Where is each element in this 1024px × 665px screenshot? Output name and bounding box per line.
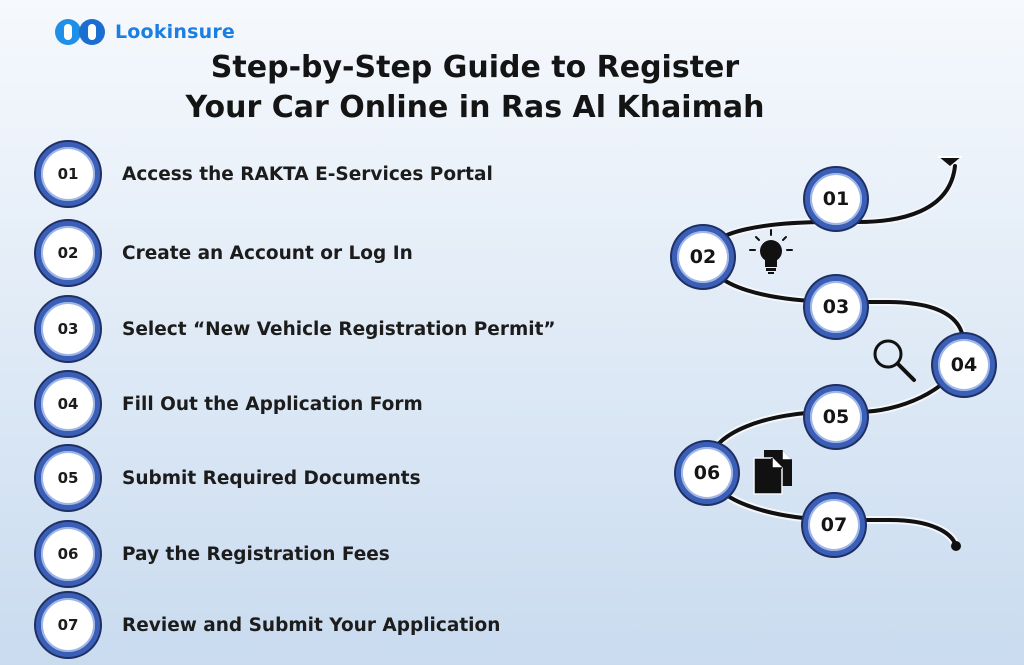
step-label: Pay the Registration Fees [122,543,390,565]
title-line-2: Your Car Online in Ras Al Khaimah [185,90,765,125]
step-item: 04 Fill Out the Application Form [36,372,423,436]
step-item: 07 Review and Submit Your Application [36,593,500,657]
logo-circles-icon [55,18,107,46]
roadmap-diagram: 01 02 03 04 05 06 07 [660,150,1010,560]
step-label: Fill Out the Application Form [122,393,423,415]
step-number-badge: 07 [36,593,100,657]
title-line-1: Step-by-Step Guide to Register [210,50,740,85]
step-item: 06 Pay the Registration Fees [36,522,390,586]
page-title: Step-by-Step Guide to Register Your Car … [150,48,800,128]
step-item: 05 Submit Required Documents [36,446,421,510]
step-label: Submit Required Documents [122,467,421,489]
brand-name: Lookinsure [115,21,235,43]
step-number-badge: 01 [36,142,100,206]
step-label: Access the RAKTA E-Services Portal [122,163,493,185]
path-end-dot [951,541,961,551]
step-label: Create an Account or Log In [122,242,413,264]
roadmap-node: 06 [676,442,738,504]
brand-logo: Lookinsure [55,18,235,46]
step-label: Review and Submit Your Application [122,614,501,636]
step-number-badge: 06 [36,522,100,586]
roadmap-node: 07 [803,494,865,556]
step-item: 02 Create an Account or Log In [36,221,413,285]
step-number-badge: 04 [36,372,100,436]
step-number-badge: 03 [36,297,100,361]
roadmap-node: 01 [805,168,867,230]
roadmap-node: 02 [672,226,734,288]
step-number-badge: 02 [36,221,100,285]
roadmap-node: 03 [805,276,867,338]
step-label: Select “New Vehicle Registration Permit” [122,318,556,340]
step-item: 03 Select “New Vehicle Registration Perm… [36,297,556,361]
roadmap-node: 05 [805,386,867,448]
roadmap-node: 04 [933,334,995,396]
step-number-badge: 05 [36,446,100,510]
step-item: 01 Access the RAKTA E-Services Portal [36,142,493,206]
